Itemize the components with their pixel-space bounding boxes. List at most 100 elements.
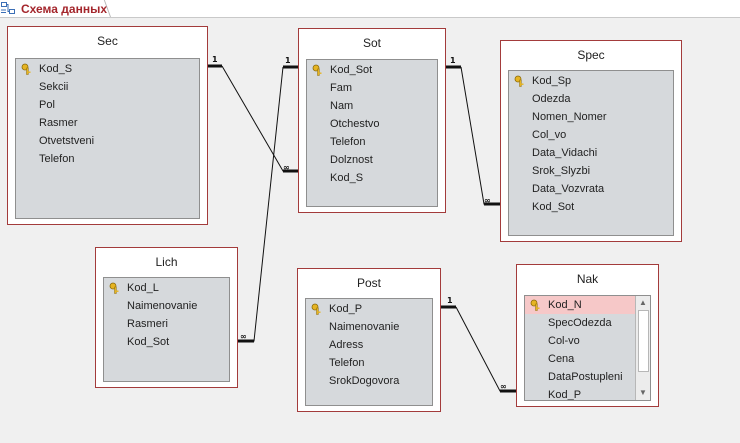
field-specodezda[interactable]: SpecOdezda	[525, 314, 636, 332]
field-kod-l[interactable]: Kod_L	[104, 279, 229, 297]
field-label: SpecOdezda	[548, 317, 612, 329]
table-sot[interactable]: Sot Kod_Sot Fam Nam Otchestvo Telefon Do…	[298, 28, 446, 213]
field-label: Sekcii	[39, 81, 69, 93]
field-label: Naimenovanie	[329, 321, 400, 333]
field-col-vo[interactable]: Col-vo	[525, 332, 636, 350]
table-sot-title[interactable]: Sot	[362, 36, 381, 50]
field-telefon[interactable]: Telefon	[306, 354, 432, 372]
field-kod-p[interactable]: Kod_P	[306, 300, 432, 318]
table-post-title[interactable]: Post	[356, 276, 381, 290]
primary-key-icon	[21, 63, 31, 75]
table-spec-title[interactable]: Spec	[577, 48, 605, 62]
field-label: Kod_S	[330, 172, 364, 184]
field-label: Kod_Sot	[330, 64, 373, 76]
field-label: Telefon	[330, 136, 366, 148]
field-label: DataPostupleni	[548, 371, 623, 383]
field-naimenovanie[interactable]: Naimenovanie	[104, 297, 229, 315]
table-post[interactable]: Post Kod_P Naimenovanie Adress Telefon S…	[297, 268, 441, 412]
tab-content[interactable]: Схема данных	[0, 0, 107, 17]
table-lich-field-list[interactable]: Kod_L Naimenovanie Rasmeri Kod_Sot	[103, 277, 230, 382]
field-nomen-nomer[interactable]: Nomen_Nomer	[509, 108, 673, 126]
field-telefon[interactable]: Telefon	[307, 133, 437, 151]
relationships-icon	[1, 2, 15, 14]
field-label: Naimenovanie	[127, 300, 198, 312]
field-label: Dolznost	[330, 154, 373, 166]
field-rasmeri[interactable]: Rasmeri	[104, 315, 229, 333]
tab-title: Схема данных	[21, 1, 107, 16]
field-label: Otchestvo	[330, 118, 380, 130]
vertical-scrollbar[interactable]: ▲ ▼	[635, 296, 650, 400]
primary-key-icon	[109, 282, 119, 294]
table-spec[interactable]: Spec Kod_Sp Odezda Nomen_Nomer Col_vo Da…	[500, 40, 682, 242]
table-post-field-list[interactable]: Kod_P Naimenovanie Adress Telefon SrokDo…	[305, 298, 433, 406]
field-kod-n[interactable]: Kod_N	[525, 296, 636, 314]
field-label: Kod_L	[127, 282, 159, 294]
field-label: Kod_S	[39, 63, 73, 75]
table-nak[interactable]: Nak Kod_N SpecOdezda Col-vo Cena DataPos…	[516, 264, 659, 407]
primary-key-icon	[311, 303, 321, 315]
field-label: Fam	[330, 82, 352, 94]
field-odezda[interactable]: Odezda	[509, 90, 673, 108]
field-data-vidachi[interactable]: Data_Vidachi	[509, 144, 673, 162]
field-sekcii[interactable]: Sekcii	[16, 78, 199, 96]
primary-key-icon	[312, 64, 322, 76]
field-label: Telefon	[329, 357, 365, 369]
field-label: Pol	[39, 99, 55, 111]
field-label: Otvetstveni	[39, 135, 95, 147]
field-label: Srok_Slyzbi	[532, 165, 591, 177]
field-otvetstveni[interactable]: Otvetstveni	[16, 132, 199, 150]
primary-key-icon	[514, 75, 524, 87]
scroll-up-arrow-icon[interactable]: ▲	[639, 298, 647, 307]
document-tab-bar: Схема данных	[0, 0, 740, 18]
field-naimenovanie[interactable]: Naimenovanie	[306, 318, 432, 336]
field-label: Odezda	[532, 93, 571, 105]
table-sec-title[interactable]: Sec	[97, 34, 118, 48]
field-label: Nam	[330, 100, 354, 112]
field-kod-s[interactable]: Kod_S	[16, 60, 199, 78]
field-label: Kod_P	[548, 389, 582, 401]
field-label: Kod_Sp	[532, 75, 572, 87]
field-srokdogovora[interactable]: SrokDogovora	[306, 372, 432, 390]
field-label: SrokDogovora	[329, 375, 400, 387]
field-data-vozvrata[interactable]: Data_Vozvrata	[509, 180, 673, 198]
field-label: Kod_N	[548, 299, 582, 311]
field-fam[interactable]: Fam	[307, 79, 437, 97]
field-label: Rasmer	[39, 117, 78, 129]
table-sec[interactable]: Sec Kod_S Sekcii Pol Rasmer Otvetstveni …	[7, 26, 208, 225]
field-adress[interactable]: Adress	[306, 336, 432, 354]
field-label: Col_vo	[532, 129, 567, 141]
field-kod-s[interactable]: Kod_S	[307, 169, 437, 187]
field-label: Kod_Sot	[532, 201, 575, 213]
field-label: Telefon	[39, 153, 75, 165]
primary-key-icon	[530, 299, 540, 311]
field-kod-sp[interactable]: Kod_Sp	[509, 72, 673, 90]
field-label: Kod_Sot	[127, 336, 170, 348]
field-label: Adress	[329, 339, 364, 351]
table-lich[interactable]: Lich Kod_L Naimenovanie Rasmeri Kod_Sot	[95, 247, 238, 388]
field-label: Data_Vidachi	[532, 147, 598, 159]
field-cena[interactable]: Cena	[525, 350, 636, 368]
field-srok-slyzbi[interactable]: Srok_Slyzbi	[509, 162, 673, 180]
field-telefon[interactable]: Telefon	[16, 150, 199, 168]
field-nam[interactable]: Nam	[307, 97, 437, 115]
field-dolznost[interactable]: Dolznost	[307, 151, 437, 169]
field-kod-sot[interactable]: Kod_Sot	[307, 61, 437, 79]
field-otchestvo[interactable]: Otchestvo	[307, 115, 437, 133]
field-kod-p[interactable]: Kod_P	[525, 386, 636, 401]
field-label: Col-vo	[548, 335, 580, 347]
scroll-down-arrow-icon[interactable]: ▼	[639, 388, 647, 397]
field-kod-sot[interactable]: Kod_Sot	[509, 198, 673, 216]
field-kod-sot[interactable]: Kod_Sot	[104, 333, 229, 351]
field-label: Rasmeri	[127, 318, 168, 330]
table-sot-field-list[interactable]: Kod_Sot Fam Nam Otchestvo Telefon Dolzno…	[306, 59, 438, 207]
field-datapostupleni[interactable]: DataPostupleni	[525, 368, 636, 386]
table-spec-field-list[interactable]: Kod_Sp Odezda Nomen_Nomer Col_vo Data_Vi…	[508, 70, 674, 236]
field-col-vo[interactable]: Col_vo	[509, 126, 673, 144]
field-pol[interactable]: Pol	[16, 96, 199, 114]
scrollbar-thumb[interactable]	[638, 310, 649, 372]
table-nak-field-list[interactable]: Kod_N SpecOdezda Col-vo Cena DataPostupl…	[524, 295, 651, 401]
table-nak-title[interactable]: Nak	[576, 272, 599, 286]
field-rasmer[interactable]: Rasmer	[16, 114, 199, 132]
table-lich-title[interactable]: Lich	[155, 255, 178, 269]
table-sec-field-list[interactable]: Kod_S Sekcii Pol Rasmer Otvetstveni Tele…	[15, 58, 200, 219]
